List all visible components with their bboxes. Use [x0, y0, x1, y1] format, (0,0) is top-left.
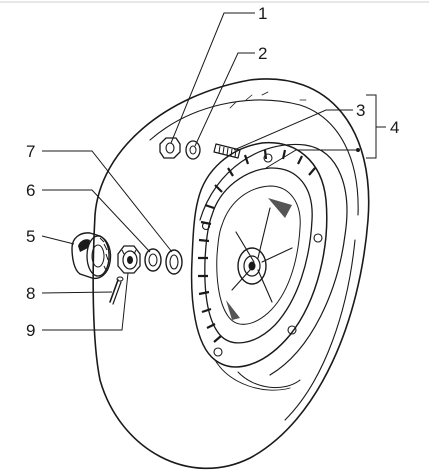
part-6-washer: [144, 248, 162, 272]
callout-4: 4: [390, 118, 399, 137]
tyre: [92, 78, 370, 469]
callout-7: 7: [26, 142, 35, 161]
callout-1: 1: [258, 4, 267, 23]
leader-lines: [41, 12, 386, 331]
callout-8: 8: [26, 284, 35, 303]
part-3-stud: [213, 143, 241, 159]
part-5-hub-cap: [71, 232, 112, 280]
wheel-hub: [190, 142, 328, 368]
callout-2: 2: [258, 44, 267, 63]
part-8-cotter-pin: [109, 276, 124, 305]
callout-6: 6: [26, 181, 35, 200]
callout-5: 5: [26, 227, 35, 246]
callout-9: 9: [26, 321, 35, 340]
part-1-nut: [159, 137, 181, 159]
part-2-washer: [185, 140, 201, 160]
part-7-spacer: [165, 249, 183, 275]
part-9-castle-nut: [117, 245, 141, 274]
callout-3: 3: [356, 101, 365, 120]
